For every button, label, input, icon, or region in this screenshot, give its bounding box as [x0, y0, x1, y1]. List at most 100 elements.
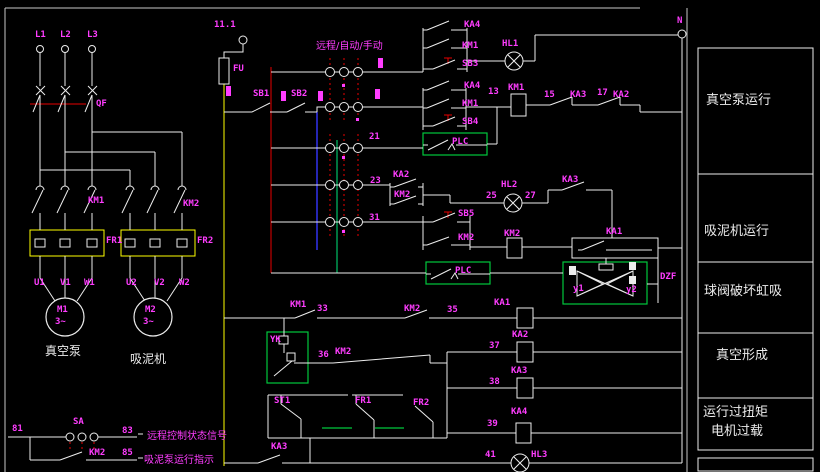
lamp-crosses [506, 54, 527, 470]
km2-coil-label: KM2 [504, 229, 521, 239]
panel-row-motor-overload: 电机过载 [711, 424, 764, 439]
wire37-label: 37 [489, 341, 500, 351]
hl3-label: HL3 [531, 450, 548, 460]
w2-label: W2 [179, 278, 190, 288]
l2-terminal [61, 45, 69, 53]
wire-tags [226, 58, 383, 233]
g2-ka4-label: KA4 [464, 81, 481, 91]
hl1-label: HL1 [502, 39, 519, 49]
green-elements [266, 132, 648, 429]
wire13-label: 13 [488, 87, 499, 97]
pump-run-indicator-caption: 吸泥泵运行指示 [144, 455, 214, 466]
wire31-label: 31 [369, 213, 380, 223]
wire81-label: 81 [12, 424, 23, 434]
sb1-label: SB1 [253, 89, 270, 99]
km2-coil [506, 237, 523, 259]
yk-box [266, 331, 309, 384]
wire27-label: 27 [525, 191, 536, 201]
ka3-no2-label: KA3 [271, 442, 288, 452]
fr2-box [120, 229, 196, 257]
motor2-label: M2 [145, 305, 156, 315]
ka2-coil-label: KA2 [512, 330, 529, 340]
dzf-label: DZF [660, 272, 677, 282]
white-wires [8, 20, 683, 464]
y2-label: y2 [626, 285, 637, 295]
v1-label: V1 [60, 278, 71, 288]
wire21-label: 21 [369, 132, 380, 142]
sb4-label: SB4 [462, 117, 479, 127]
plc2-label: PLC [455, 266, 472, 276]
remote-status-caption: 远程控制状态信号 [147, 431, 227, 442]
motor-m1-circle [45, 297, 85, 337]
wire41-label: 41 [485, 450, 496, 460]
v2-label: V2 [154, 278, 165, 288]
ka2-no-label: KA2 [393, 170, 410, 180]
fu-fuse [218, 57, 230, 85]
yellow-elements [29, 84, 225, 466]
l2-label: L2 [60, 30, 71, 40]
dredger-caption: 吸泥机 [130, 352, 167, 366]
ka3-coil-label: KA3 [511, 366, 528, 376]
km1-no-label: KM1 [290, 300, 307, 310]
ka1-no-label: KA1 [606, 227, 623, 237]
ka4-coil [515, 422, 532, 444]
motor-m2-circle [133, 297, 173, 337]
wire33-label: 33 [317, 304, 328, 314]
km-main-contacts [31, 185, 187, 230]
hl2-label: HL2 [501, 180, 518, 190]
panel-row-vacuum-pump-run: 真空泵运行 [706, 93, 772, 108]
n-label: N [677, 16, 683, 26]
km2-nc-label: KM2 [404, 304, 421, 314]
panel-row-ball-valve-siphon: 球阀破坏虹吸 [704, 284, 783, 299]
ka3-nc-label: KA3 [570, 90, 587, 100]
ka3-no-label: KA3 [562, 175, 579, 185]
qf-breaker-contacts [35, 85, 98, 96]
ka4-coil-label: KA4 [511, 407, 528, 417]
source-wire-label: 11.1 [214, 20, 236, 30]
g2-km1-label: KM1 [462, 99, 479, 109]
km1-coil-label: KM1 [508, 83, 525, 93]
g1-ka4-label: KA4 [464, 20, 481, 30]
wire83-label: 83 [122, 426, 133, 436]
fr1-nc-label: FR1 [355, 396, 372, 406]
w1-label: W1 [84, 278, 95, 288]
sb2-label: SB2 [291, 89, 308, 99]
u2-label: U2 [126, 278, 137, 288]
panel-row-dredger-run: 吸泥机运行 [704, 224, 770, 239]
valve-flags [569, 262, 636, 284]
fu-label: FU [233, 64, 244, 74]
wire15-label: 15 [544, 90, 555, 100]
km2-nc2-label: KM2 [335, 347, 352, 357]
sb5-label: SB5 [458, 209, 475, 219]
fr1-box [29, 229, 105, 257]
mode-selector-caption: 远程/自动/手动 [316, 41, 383, 52]
pump-caption: 真空泵 [45, 344, 82, 358]
u1-label: U1 [34, 278, 45, 288]
st1-label: ST1 [274, 396, 291, 406]
symbols [34, 29, 687, 472]
ka1-contact-box [571, 237, 659, 259]
ka1-coil [516, 307, 534, 329]
l1-terminal [36, 45, 44, 53]
plc1-label: PLC [452, 137, 469, 147]
control-source-terminal [238, 35, 248, 45]
motor2-type: 3~ [143, 317, 154, 327]
wire36-label: 36 [318, 350, 329, 360]
ka2-coil [516, 341, 534, 363]
y1-label: y1 [573, 284, 584, 294]
km2-label: KM2 [183, 199, 200, 209]
wire39-label: 39 [487, 419, 498, 429]
n-terminal [677, 29, 687, 39]
g1-km1-label: KM1 [462, 41, 479, 51]
ka2-nc-label: KA2 [613, 90, 630, 100]
motor1-label: M1 [57, 305, 68, 315]
dzf-valve-box [562, 261, 648, 305]
red-wires [30, 57, 452, 452]
sa-label: SA [73, 417, 84, 427]
ka1-coil-label: KA1 [494, 298, 511, 308]
frame [4, 7, 688, 472]
wire38-label: 38 [489, 377, 500, 387]
km1-label: KM1 [88, 196, 105, 206]
